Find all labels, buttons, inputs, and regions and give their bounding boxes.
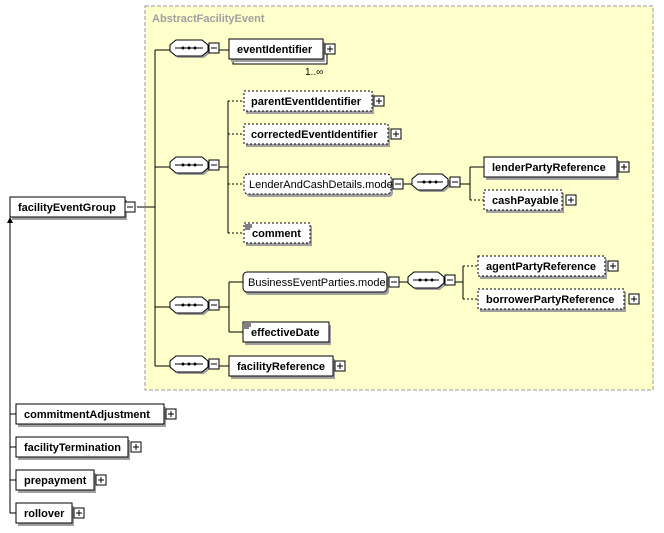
root-label: facilityEventGroup xyxy=(18,202,116,214)
element-cash-payable[interactable]: cashPayable xyxy=(483,189,577,213)
plus-box-icon[interactable] xyxy=(565,194,577,206)
minus-box-icon[interactable] xyxy=(449,176,461,188)
group-title: AbstractFacilityEvent xyxy=(152,13,265,25)
sequence-compositor-2[interactable] xyxy=(169,156,220,175)
group-business-event-parties[interactable]: BusinessEventParties.model xyxy=(242,271,400,295)
element-facility-reference[interactable]: facilityReference xyxy=(228,355,346,379)
abstract-facility-event-group: AbstractFacilityEvent xyxy=(144,5,654,391)
corrected-event-identifier-label: correctedEventIdentifier xyxy=(251,129,378,141)
root-facility-event-group[interactable]: facilityEventGroup xyxy=(9,196,136,220)
plus-box-icon[interactable] xyxy=(130,441,142,453)
effective-date-label: effectiveDate xyxy=(251,327,319,339)
sequence-compositor-icon xyxy=(175,362,203,366)
event-identifier-label: eventIdentifier xyxy=(237,44,313,56)
rollover-label: rollover xyxy=(24,508,65,520)
minus-box-icon[interactable] xyxy=(444,274,456,286)
minus-box-icon[interactable] xyxy=(208,159,220,171)
plus-box-icon[interactable] xyxy=(618,161,630,173)
derived-rollover[interactable]: rollover xyxy=(15,502,85,526)
lender-party-reference-label: lenderPartyReference xyxy=(492,162,606,174)
cash-payable-label: cashPayable xyxy=(492,195,559,207)
sequence-compositor-1[interactable] xyxy=(169,39,220,58)
facility-reference-label: facilityReference xyxy=(237,361,325,373)
text-content-icon xyxy=(244,323,251,329)
sequence-compositor-4[interactable] xyxy=(169,355,220,374)
sequence-compositor-icon xyxy=(175,46,203,50)
sequence-compositor-icon xyxy=(175,303,203,307)
plus-box-icon[interactable] xyxy=(95,474,107,486)
sequence-compositor-lender[interactable] xyxy=(411,173,461,192)
element-agent-party-reference[interactable]: agentPartyReference xyxy=(477,255,619,279)
plus-box-icon[interactable] xyxy=(73,507,85,519)
comment-label: comment xyxy=(252,228,301,240)
plus-box-icon[interactable] xyxy=(607,260,619,272)
group-lender-and-cash-details[interactable]: LenderAndCashDetails.model xyxy=(243,173,404,197)
element-corrected-event-identifier[interactable]: correctedEventIdentifier xyxy=(243,123,402,147)
sequence-compositor-parties[interactable] xyxy=(407,271,456,290)
element-lender-party-reference[interactable]: lenderPartyReference xyxy=(483,156,630,180)
plus-box-icon[interactable] xyxy=(334,360,346,372)
minus-box-icon[interactable] xyxy=(208,299,220,311)
plus-box-icon[interactable] xyxy=(165,408,177,420)
business-event-parties-label: BusinessEventParties.model xyxy=(248,277,388,289)
minus-box-icon[interactable] xyxy=(208,358,220,370)
borrower-party-reference-label: borrowerPartyReference xyxy=(486,294,614,306)
sequence-compositor-icon xyxy=(175,163,203,167)
derived-facility-termination[interactable]: facilityTermination xyxy=(15,436,142,460)
text-content-icon xyxy=(245,224,252,230)
minus-box-icon[interactable] xyxy=(392,178,404,190)
minus-box-icon[interactable] xyxy=(208,42,220,54)
plus-box-icon[interactable] xyxy=(390,128,402,140)
element-event-identifier[interactable]: eventIdentifier 1..∞ xyxy=(228,38,336,78)
plus-box-icon[interactable] xyxy=(628,293,640,305)
facility-termination-label: facilityTermination xyxy=(24,442,121,454)
derived-prepayment[interactable]: prepayment xyxy=(15,469,107,493)
element-comment[interactable]: comment xyxy=(243,222,312,246)
plus-box-icon[interactable] xyxy=(373,95,385,107)
element-borrower-party-reference[interactable]: borrowerPartyReference xyxy=(477,288,640,312)
minus-box-icon[interactable] xyxy=(124,201,136,213)
sequence-compositor-3[interactable] xyxy=(169,296,220,315)
plus-box-icon[interactable] xyxy=(324,43,336,55)
sequence-compositor-icon xyxy=(413,278,439,282)
parent-event-identifier-label: parentEventIdentifier xyxy=(251,96,362,108)
commitment-adjustment-label: commitmentAdjustment xyxy=(24,409,150,421)
minus-box-icon[interactable] xyxy=(388,276,400,288)
derived-commitment-adjustment[interactable]: commitmentAdjustment xyxy=(15,403,177,427)
prepayment-label: prepayment xyxy=(24,475,87,487)
element-parent-event-identifier[interactable]: parentEventIdentifier xyxy=(243,90,385,114)
lender-and-cash-details-label: LenderAndCashDetails.model xyxy=(249,179,395,191)
event-identifier-cardinality: 1..∞ xyxy=(305,67,323,78)
element-effective-date[interactable]: effectiveDate xyxy=(242,321,331,345)
agent-party-reference-label: agentPartyReference xyxy=(486,261,596,273)
sequence-compositor-icon xyxy=(417,180,443,184)
